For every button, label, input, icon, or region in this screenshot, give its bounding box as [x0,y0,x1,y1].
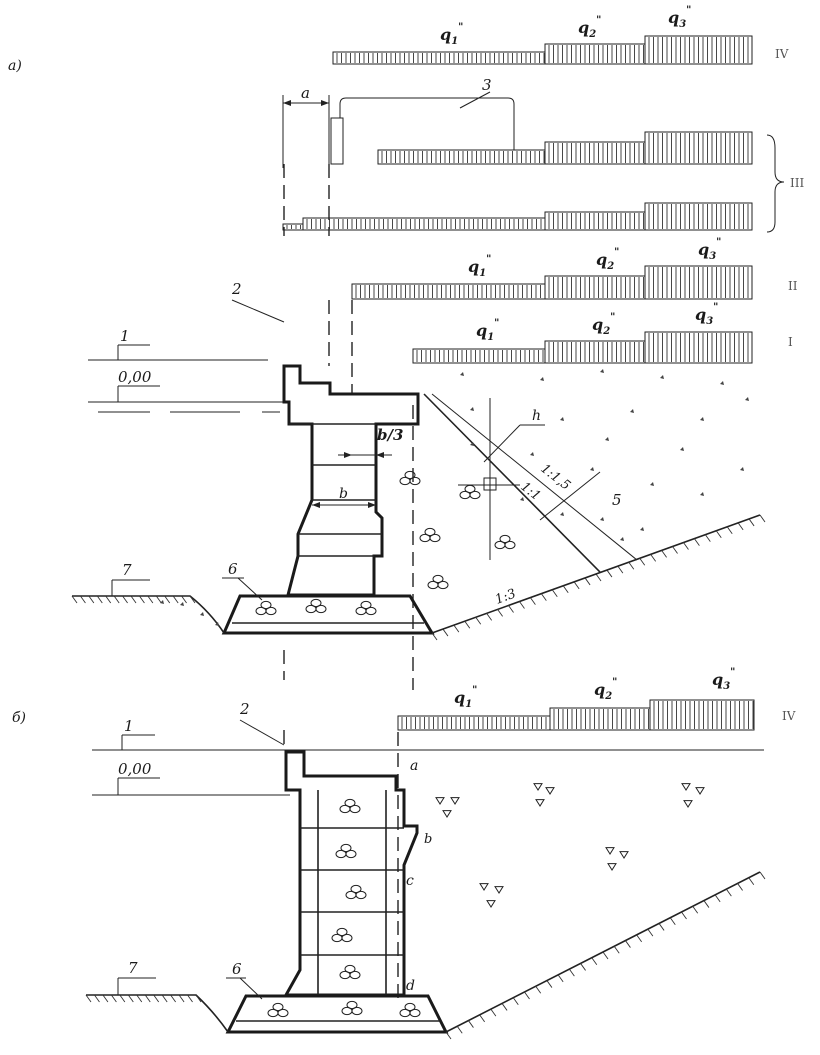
load-row-iii-lower [282,202,753,231]
brace-iii: III [766,134,804,233]
q1-iv-a: q1" [440,22,463,47]
q3-i: q3" [695,302,718,327]
slope-1-1-5: 1:1,5 [538,461,573,493]
ground-a [71,362,766,641]
point-c-label: c [406,873,414,889]
callout-2-b-label: 2 [239,700,250,718]
panel-b-label: б) [12,710,26,726]
q2-ii: q2" [596,247,619,272]
callout-5-label: 5 [612,491,622,509]
point-d-label: d [406,978,415,994]
footing-a [221,594,435,635]
ground-b [85,871,766,1040]
level-0-a: 0,00 [118,368,152,386]
dimension-b: b [312,486,376,508]
callout-6-a-label: 6 [228,560,238,578]
footing-b [225,994,449,1034]
slope-1-3: 1:3 [493,587,518,608]
load-row-iii-upper [377,131,753,165]
hatch-iv-a [336,37,749,63]
q1-iv-b: q1" [454,685,477,710]
slope-lines-a: 5 h 1:1,5 1:1 1:3 [423,393,638,608]
dimension-b3: b/3 [338,426,403,458]
roman-iv-a: IV [775,47,789,61]
callout-1-a-label: 1 [120,327,130,345]
callout-7-b: 7 [117,959,156,995]
callout-7-b-label: 7 [128,959,138,977]
callout-2-b: 2 [239,700,285,746]
callout-6-a: 6 [222,560,263,601]
point-b-label: b [424,832,432,847]
q2-i: q2" [592,312,615,337]
callout-3: 3 [330,76,515,165]
wall-section-a [282,364,420,597]
q1-i: q1" [476,318,499,343]
load-row-iv-b: q1" q2" q3" IV [397,667,796,731]
q1-ii: q1" [468,254,491,279]
callout-2-a: 2 [231,280,285,323]
triangles-backfill-b [435,783,705,908]
q3-ii: q3" [698,237,721,262]
q2-iv-b: q2" [594,677,617,702]
callout-3-label: 3 [482,76,492,94]
roman-ii: II [788,279,798,293]
level-markers-a: 1 0,00 [88,327,752,413]
q3-iv-b: q3" [712,667,735,692]
callout-7-a-label: 7 [122,561,132,579]
load-row-i: q1" q2" q3" I [412,302,793,364]
point-labels-b: a b c d [406,758,432,994]
stones-backfill-a [399,470,516,590]
callout-2-a-label: 2 [231,280,242,298]
panel-a-label: а) [8,58,22,74]
q3-iv-a: q3" [668,5,691,30]
wall-section-b [283,750,419,997]
callout-7-a: 7 [111,561,150,596]
callout-h-label: h [532,408,541,424]
dots-backfill-a [160,369,749,626]
stones-footing-b [267,1000,421,1018]
point-a-label: a [410,758,418,774]
callout-6-b: 6 [226,960,263,1000]
roman-iv-b: IV [782,709,796,723]
dim-a-label: a [301,84,310,102]
stones-wall-b [331,798,367,980]
roman-iii-a: III [790,176,804,190]
load-row-ii: q1" q2" q3" II [351,237,798,300]
load-row-iv-a: q1" q2" q3" IV [332,5,789,65]
callout-6-b-label: 6 [232,960,242,978]
roman-i: I [788,335,793,349]
dimension-a: a [282,84,330,168]
dim-b-label: b [339,486,348,502]
level-markers-b: 1 0,00 [92,717,764,796]
stones-footing-a [255,598,377,616]
q2-iv-a: q2" [578,15,601,40]
callout-1-b-label: 1 [124,717,134,735]
level-0-b: 0,00 [118,760,152,778]
dim-b3-label: b/3 [377,426,403,444]
